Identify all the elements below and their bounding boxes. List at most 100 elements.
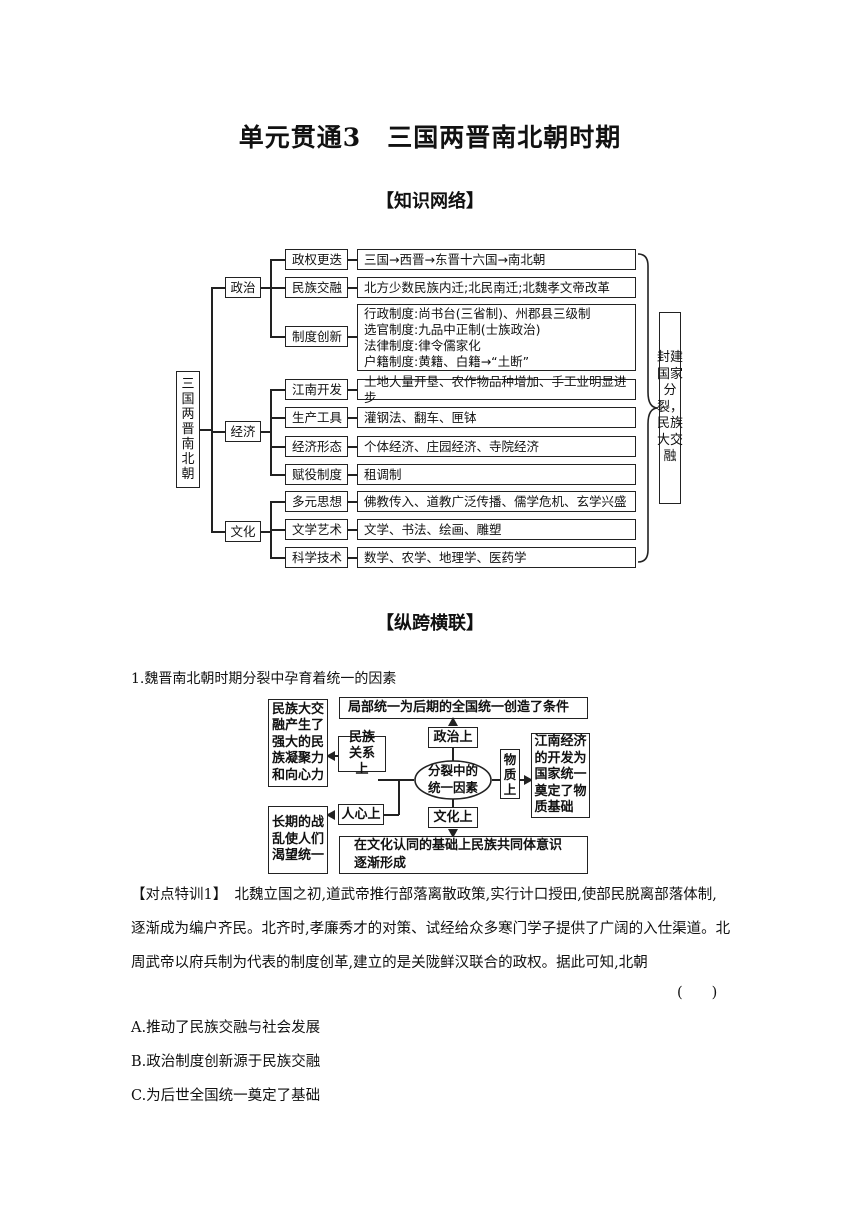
- bottom-box: 在文化认同的基础上民族共同体意识逐渐形成: [339, 836, 588, 874]
- content-science-tech: 数学、农学、地理学、医药学: [357, 547, 636, 568]
- politics-label: 政治: [230, 279, 256, 295]
- center-to-culture-line: [452, 799, 454, 807]
- economy-branch-3: [270, 446, 285, 448]
- material-factor-node: 物质上: [500, 749, 520, 799]
- right-text: 江南经济的开发为国家统一奠定了物质基础: [534, 734, 587, 816]
- politics-connector: [211, 287, 225, 289]
- culture-factor-node: 文化上: [428, 807, 478, 828]
- row-connector: [348, 474, 357, 476]
- economy-branch-1: [270, 389, 285, 391]
- option-a: A.推动了民族交融与社会发展: [131, 1020, 321, 1036]
- top-text: 局部统一为后期的全国统一创造了条件: [348, 700, 570, 715]
- content-ethnic-fusion: 北方少数民族内迁;北民南迁;北魏孝文帝改革: [357, 277, 636, 298]
- center-to-ethnic-line: [378, 779, 414, 781]
- politics-branch-3: [270, 336, 285, 338]
- cat-label: 多元思想: [292, 493, 343, 509]
- politics-branch-1: [270, 259, 285, 261]
- content-line: 户籍制度:黄籍、白籍→“土断”: [364, 353, 530, 369]
- root-node: 三国两晋南北朝: [176, 371, 200, 488]
- arrow-left-people: [326, 810, 335, 820]
- content-production-tools: 灌钢法、翻车、匣钵: [357, 407, 636, 428]
- culture-branch-1: [270, 501, 285, 503]
- politics-factor-node: 政治上: [428, 727, 478, 748]
- economy-label: 经济: [230, 423, 256, 439]
- economy-branch-vertical: [270, 389, 272, 475]
- ethnic-factor-label: 民族关系上: [348, 730, 375, 777]
- cat-tax-system: 赋役制度: [285, 464, 348, 485]
- exercise-text: 北魏立国之初,道武帝推行部落离散政策,实行计口授田,使部民脱离部落体制,逐渐成为…: [131, 887, 731, 971]
- culture-connector: [211, 531, 225, 533]
- cat-label: 经济形态: [292, 438, 343, 454]
- economy-node: 经济: [225, 421, 261, 442]
- root-connector: [200, 429, 212, 431]
- row-connector: [348, 417, 357, 419]
- cat-jiangnan-development: 江南开发: [285, 379, 348, 400]
- content-line: 行政制度:尚书台(三省制)、州郡县三级制: [364, 305, 591, 321]
- culture-factor-label: 文化上: [433, 809, 473, 825]
- content-regime-change: 三国→西晋→东晋十六国→南北朝: [357, 249, 636, 270]
- culture-node: 文化: [225, 521, 261, 542]
- cat-science-tech: 科学技术: [285, 547, 348, 568]
- content-diverse-thought: 佛教传入、道教广泛传播、儒学危机、玄学兴盛: [357, 491, 636, 512]
- arrow-down-bottom: [448, 829, 458, 838]
- cat-regime-change: 政权更迭: [285, 249, 348, 270]
- knowledge-network-heading: 【知识网络】: [376, 191, 484, 212]
- row-connector: [348, 557, 357, 559]
- summary-label: 封建国家分裂，民族大交融: [657, 350, 684, 465]
- politics-branch-stub: [261, 287, 271, 289]
- option-b: B.政治制度创新源于民族交融: [131, 1054, 321, 1070]
- politics-factor-label: 政治上: [433, 729, 473, 745]
- row-connector: [348, 259, 357, 261]
- summary-node: 封建国家分裂，民族大交融: [657, 312, 684, 504]
- content-literature-art: 文学、书法、绘画、雕塑: [357, 519, 636, 540]
- people-factor-label: 人心上: [341, 806, 381, 822]
- row-connector: [348, 336, 357, 338]
- arrow-left-ethnic: [326, 751, 335, 761]
- cat-label: 科学技术: [292, 549, 343, 565]
- culture-branch-3: [270, 557, 285, 559]
- cat-label: 民族交融: [292, 279, 343, 295]
- cat-ethnic-fusion: 民族交融: [285, 277, 348, 298]
- row-connector: [348, 389, 357, 391]
- root-label: 三国两晋南北朝: [181, 377, 195, 482]
- economy-branch-stub: [261, 431, 271, 433]
- material-factor-label: 物质上: [503, 751, 517, 797]
- cat-literature-art: 文学艺术: [285, 519, 348, 540]
- content-text: 租调制: [364, 466, 402, 482]
- option-c: C.为后世全国统一奠定了基础: [131, 1088, 321, 1104]
- cat-production-tools: 生产工具: [285, 407, 348, 428]
- crosslink-heading: 【纵跨横联】: [376, 613, 484, 634]
- center-to-material-line: [492, 779, 500, 781]
- page-title: 单元贯通3 三国两晋南北朝时期: [238, 123, 622, 152]
- cat-label: 制度创新: [292, 328, 343, 344]
- cat-label: 江南开发: [292, 381, 343, 397]
- answer-parentheses: ( ): [677, 985, 718, 1001]
- arrow-right-material: [524, 775, 533, 785]
- cat-label: 政权更迭: [292, 251, 343, 267]
- ethnic-factor-node: 民族关系上: [338, 730, 386, 777]
- culture-branch-2: [270, 529, 285, 531]
- cat-diverse-thought: 多元思想: [285, 491, 348, 512]
- economy-branch-2: [270, 417, 285, 419]
- cat-economic-forms: 经济形态: [285, 436, 348, 457]
- content-economic-forms: 个体经济、庄园经济、寺院经济: [357, 436, 636, 457]
- left-bottom-text: 长期的战乱使人们渴望统一: [272, 815, 325, 864]
- content-tax-system: 租调制: [357, 464, 636, 485]
- politics-node: 政治: [225, 277, 261, 298]
- content-institutional-innovation: 行政制度:尚书台(三省制)、州郡县三级制 选官制度:九品中正制(士族政治) 法律…: [357, 304, 636, 371]
- cat-label: 生产工具: [292, 409, 343, 425]
- content-text: 数学、农学、地理学、医药学: [364, 549, 527, 565]
- right-box: 江南经济的开发为国家统一奠定了物质基础: [531, 733, 590, 818]
- material-to-right-line: [520, 779, 526, 781]
- cat-institutional-innovation: 制度创新: [285, 326, 348, 347]
- politics-branch-vertical: [270, 259, 272, 337]
- content-text: 个体经济、庄园经济、寺院经济: [364, 438, 540, 454]
- row-connector: [348, 287, 357, 289]
- exercise-paragraph: 【对点特训1】 北魏立国之初,道武帝推行部落离散政策,实行计口授田,使部民脱离部…: [131, 878, 731, 980]
- content-text: 北方少数民族内迁;北民南迁;北魏孝文帝改革: [364, 279, 610, 295]
- main-trunk: [211, 287, 213, 532]
- content-line: 法律制度:律令儒家化: [364, 337, 481, 353]
- content-line: 选官制度:九品中正制(士族政治): [364, 321, 541, 337]
- culture-label: 文化: [230, 523, 256, 539]
- row-connector: [348, 529, 357, 531]
